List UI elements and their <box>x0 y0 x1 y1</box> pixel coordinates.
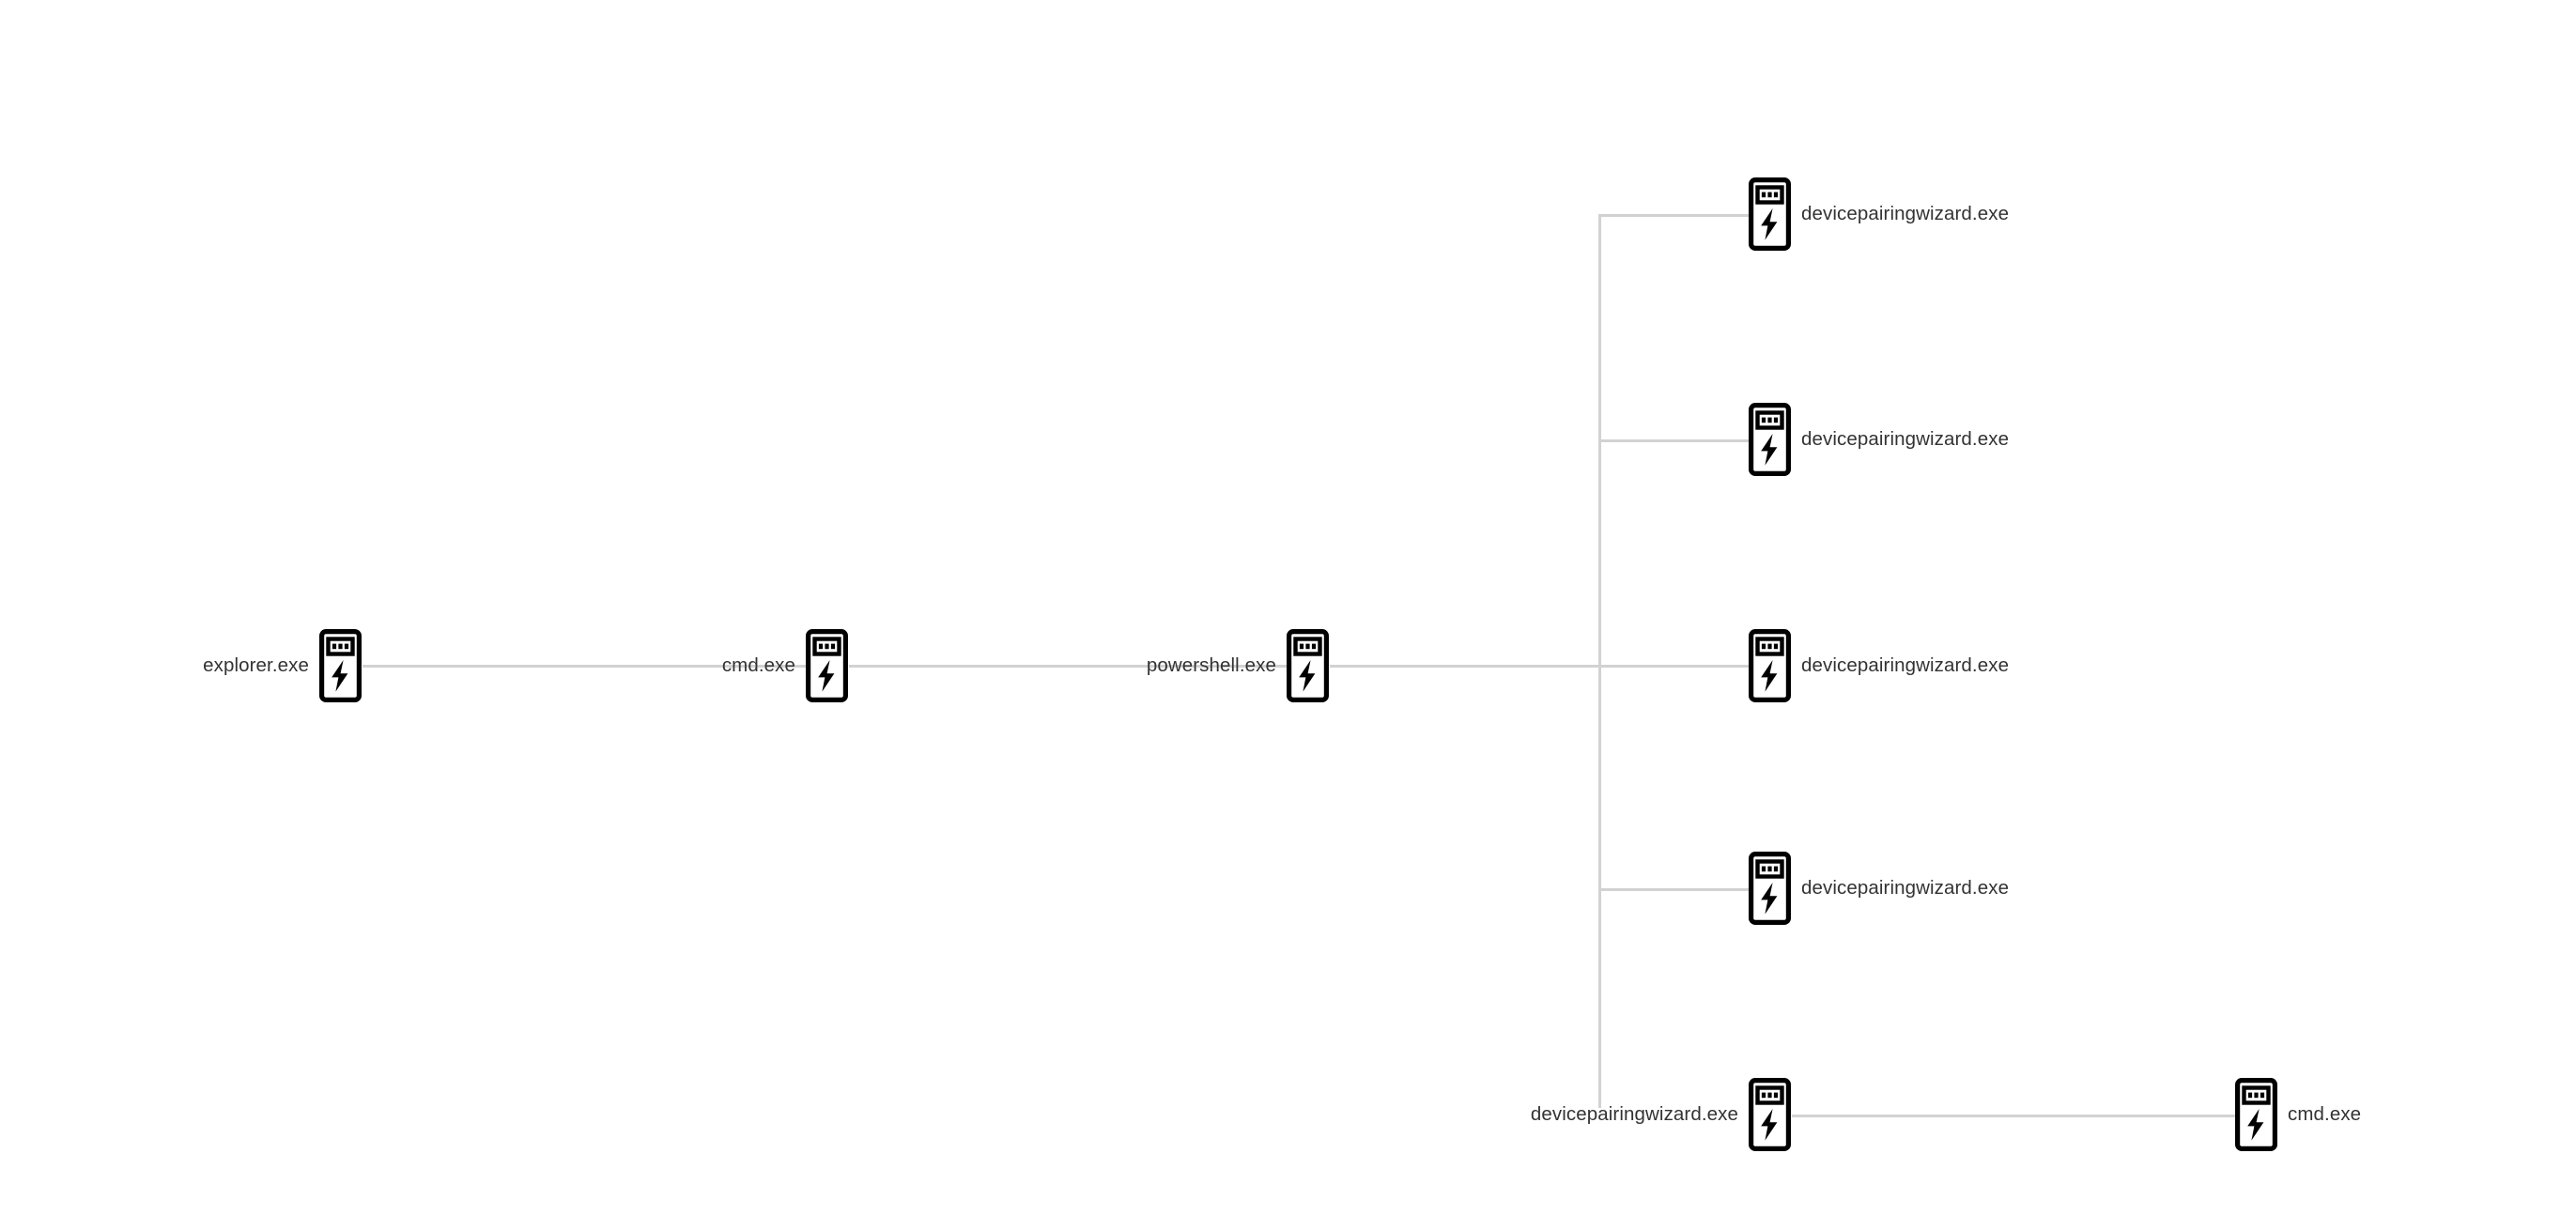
process-node-label: explorer.exe <box>203 654 309 676</box>
process-node-powershell[interactable]: powershell.exe <box>0 629 1329 702</box>
process-executable-icon <box>1749 1078 1791 1151</box>
process-node-cmd1[interactable]: cmd.exe <box>0 629 848 702</box>
process-node-label: cmd.exe <box>721 654 795 676</box>
edge-spine-to-dpw2 <box>1598 439 1749 442</box>
process-node-explorer[interactable]: explorer.exe <box>0 629 362 702</box>
process-executable-icon <box>1287 629 1329 702</box>
process-node-dpw5[interactable]: devicepairingwizard.exe <box>0 1078 1791 1151</box>
process-node-label: devicepairingwizard.exe <box>1801 427 2010 450</box>
process-node-cmd2[interactable]: cmd.exe <box>2235 1078 2361 1151</box>
process-executable-icon <box>319 629 362 702</box>
edge-cmd1-to-powershell <box>849 665 1287 668</box>
process-executable-icon <box>2235 1078 2277 1151</box>
edge-spine <box>1598 214 1601 1108</box>
process-node-dpw1[interactable]: devicepairingwizard.exe <box>1749 177 2009 251</box>
process-executable-icon <box>1749 403 1791 476</box>
edge-dpw5-to-cmd2 <box>1792 1115 2235 1117</box>
edge-spine-to-dpw4 <box>1598 888 1749 891</box>
process-executable-icon <box>806 629 848 702</box>
process-executable-icon <box>1749 177 1791 251</box>
process-node-label: cmd.exe <box>2288 1102 2362 1125</box>
process-node-label: powershell.exe <box>1146 654 1276 676</box>
edge-explorer-to-cmd1 <box>362 665 806 668</box>
process-node-dpw2[interactable]: devicepairingwizard.exe <box>1749 403 2009 476</box>
process-node-label: devicepairingwizard.exe <box>1530 1102 1738 1125</box>
process-node-label: devicepairingwizard.exe <box>1801 876 2010 899</box>
edge-spine-to-dpw1 <box>1598 214 1749 217</box>
process-node-label: devicepairingwizard.exe <box>1801 202 2010 224</box>
process-node-label: devicepairingwizard.exe <box>1801 654 2010 676</box>
process-node-dpw3[interactable]: devicepairingwizard.exe <box>1749 629 2009 702</box>
process-node-dpw4[interactable]: devicepairingwizard.exe <box>1749 852 2009 925</box>
process-executable-icon <box>1749 629 1791 702</box>
process-executable-icon <box>1749 852 1791 925</box>
edge-powershell-to-spine <box>1330 665 1749 668</box>
